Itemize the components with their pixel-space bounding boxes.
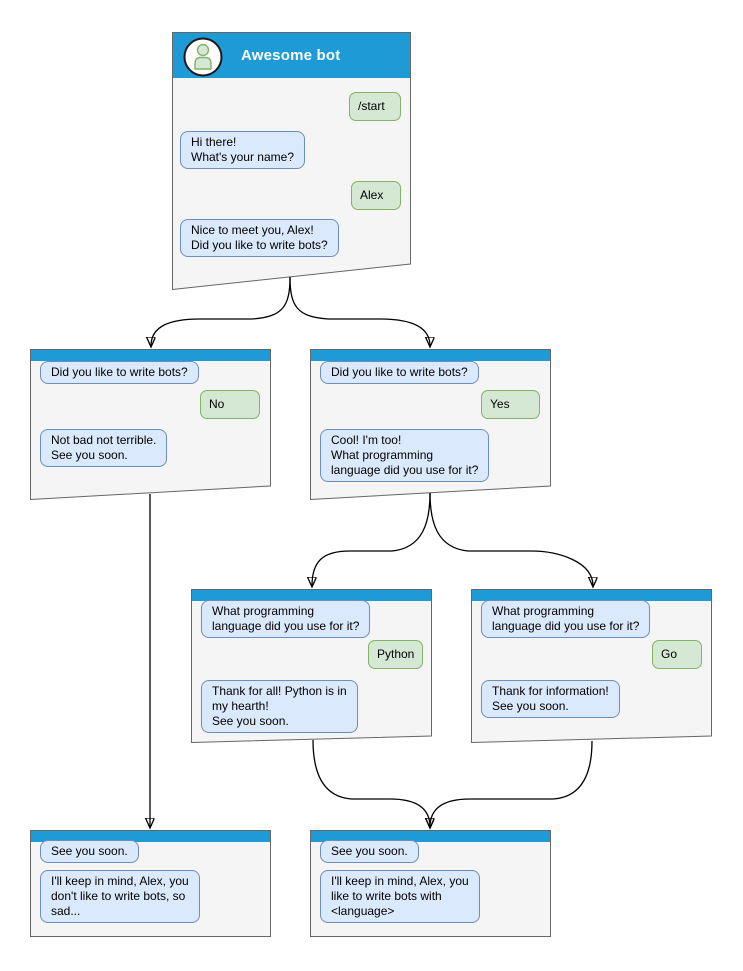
user-message-bubble: No	[200, 390, 260, 419]
bot-message-bubble: Cool! I'm too! What programming language…	[320, 429, 490, 482]
window-header	[472, 590, 711, 601]
bot-message-bubble: Thank for all! Python is in my hearth! S…	[201, 680, 358, 733]
window-header	[31, 350, 270, 361]
user-message-bubble: Yes	[481, 390, 540, 419]
person-icon	[183, 37, 223, 76]
bot-message-bubble: Nice to meet you, Alex! Did you like to …	[180, 219, 339, 257]
bot-message-bubble: See you soon.	[40, 840, 139, 863]
window-header	[192, 590, 431, 601]
bot-message-bubble: What programming language did you use fo…	[201, 600, 371, 638]
bot-message-bubble: I'll keep in mind, Alex, you don't like …	[40, 870, 200, 923]
window-header	[311, 831, 550, 842]
user-message-bubble: Go	[652, 640, 702, 669]
window-header	[31, 831, 270, 842]
chat-window-branch-python: What programming language did you use fo…	[191, 589, 432, 743]
bot-message-bubble: Did you like to write bots?	[40, 361, 199, 384]
bot-message-bubble: I'll keep in mind, Alex, you like to wri…	[320, 870, 480, 923]
connector-go-to-end	[430, 740, 593, 827]
window-title: Awesome bot	[241, 47, 341, 64]
user-message-bubble: /start	[349, 92, 401, 121]
chat-window-branch-no: Did you like to write bots? No Not bad n…	[30, 349, 271, 500]
user-message-bubble: Python	[368, 640, 423, 669]
window-header: Awesome bot	[173, 33, 410, 78]
bot-message-bubble: What programming language did you use fo…	[481, 600, 651, 638]
bot-message-bubble: Did you like to write bots?	[320, 361, 479, 384]
bot-message-bubble: Thank for information! See you soon.	[481, 680, 620, 718]
bot-message-bubble: See you soon.	[320, 840, 419, 863]
connector-yes-to-python	[312, 492, 431, 586]
window-header	[311, 350, 550, 361]
chat-window-end-no: See you soon. I'll keep in mind, Alex, y…	[30, 830, 271, 937]
chat-window-main: Awesome bot /start Hi there! What's your…	[172, 32, 411, 290]
connector-python-to-end	[312, 739, 430, 827]
user-message-bubble: Alex	[351, 181, 401, 210]
chat-window-branch-yes: Did you like to write bots? Yes Cool! I'…	[310, 349, 551, 500]
connector-yes-to-go	[429, 492, 593, 586]
chat-window-end-yes: See you soon. I'll keep in mind, Alex, y…	[310, 830, 551, 937]
bot-message-bubble: Not bad not terrible. See you soon.	[40, 429, 168, 467]
bot-message-bubble: Hi there! What's your name?	[180, 131, 306, 169]
chat-window-branch-go: What programming language did you use fo…	[471, 589, 712, 743]
